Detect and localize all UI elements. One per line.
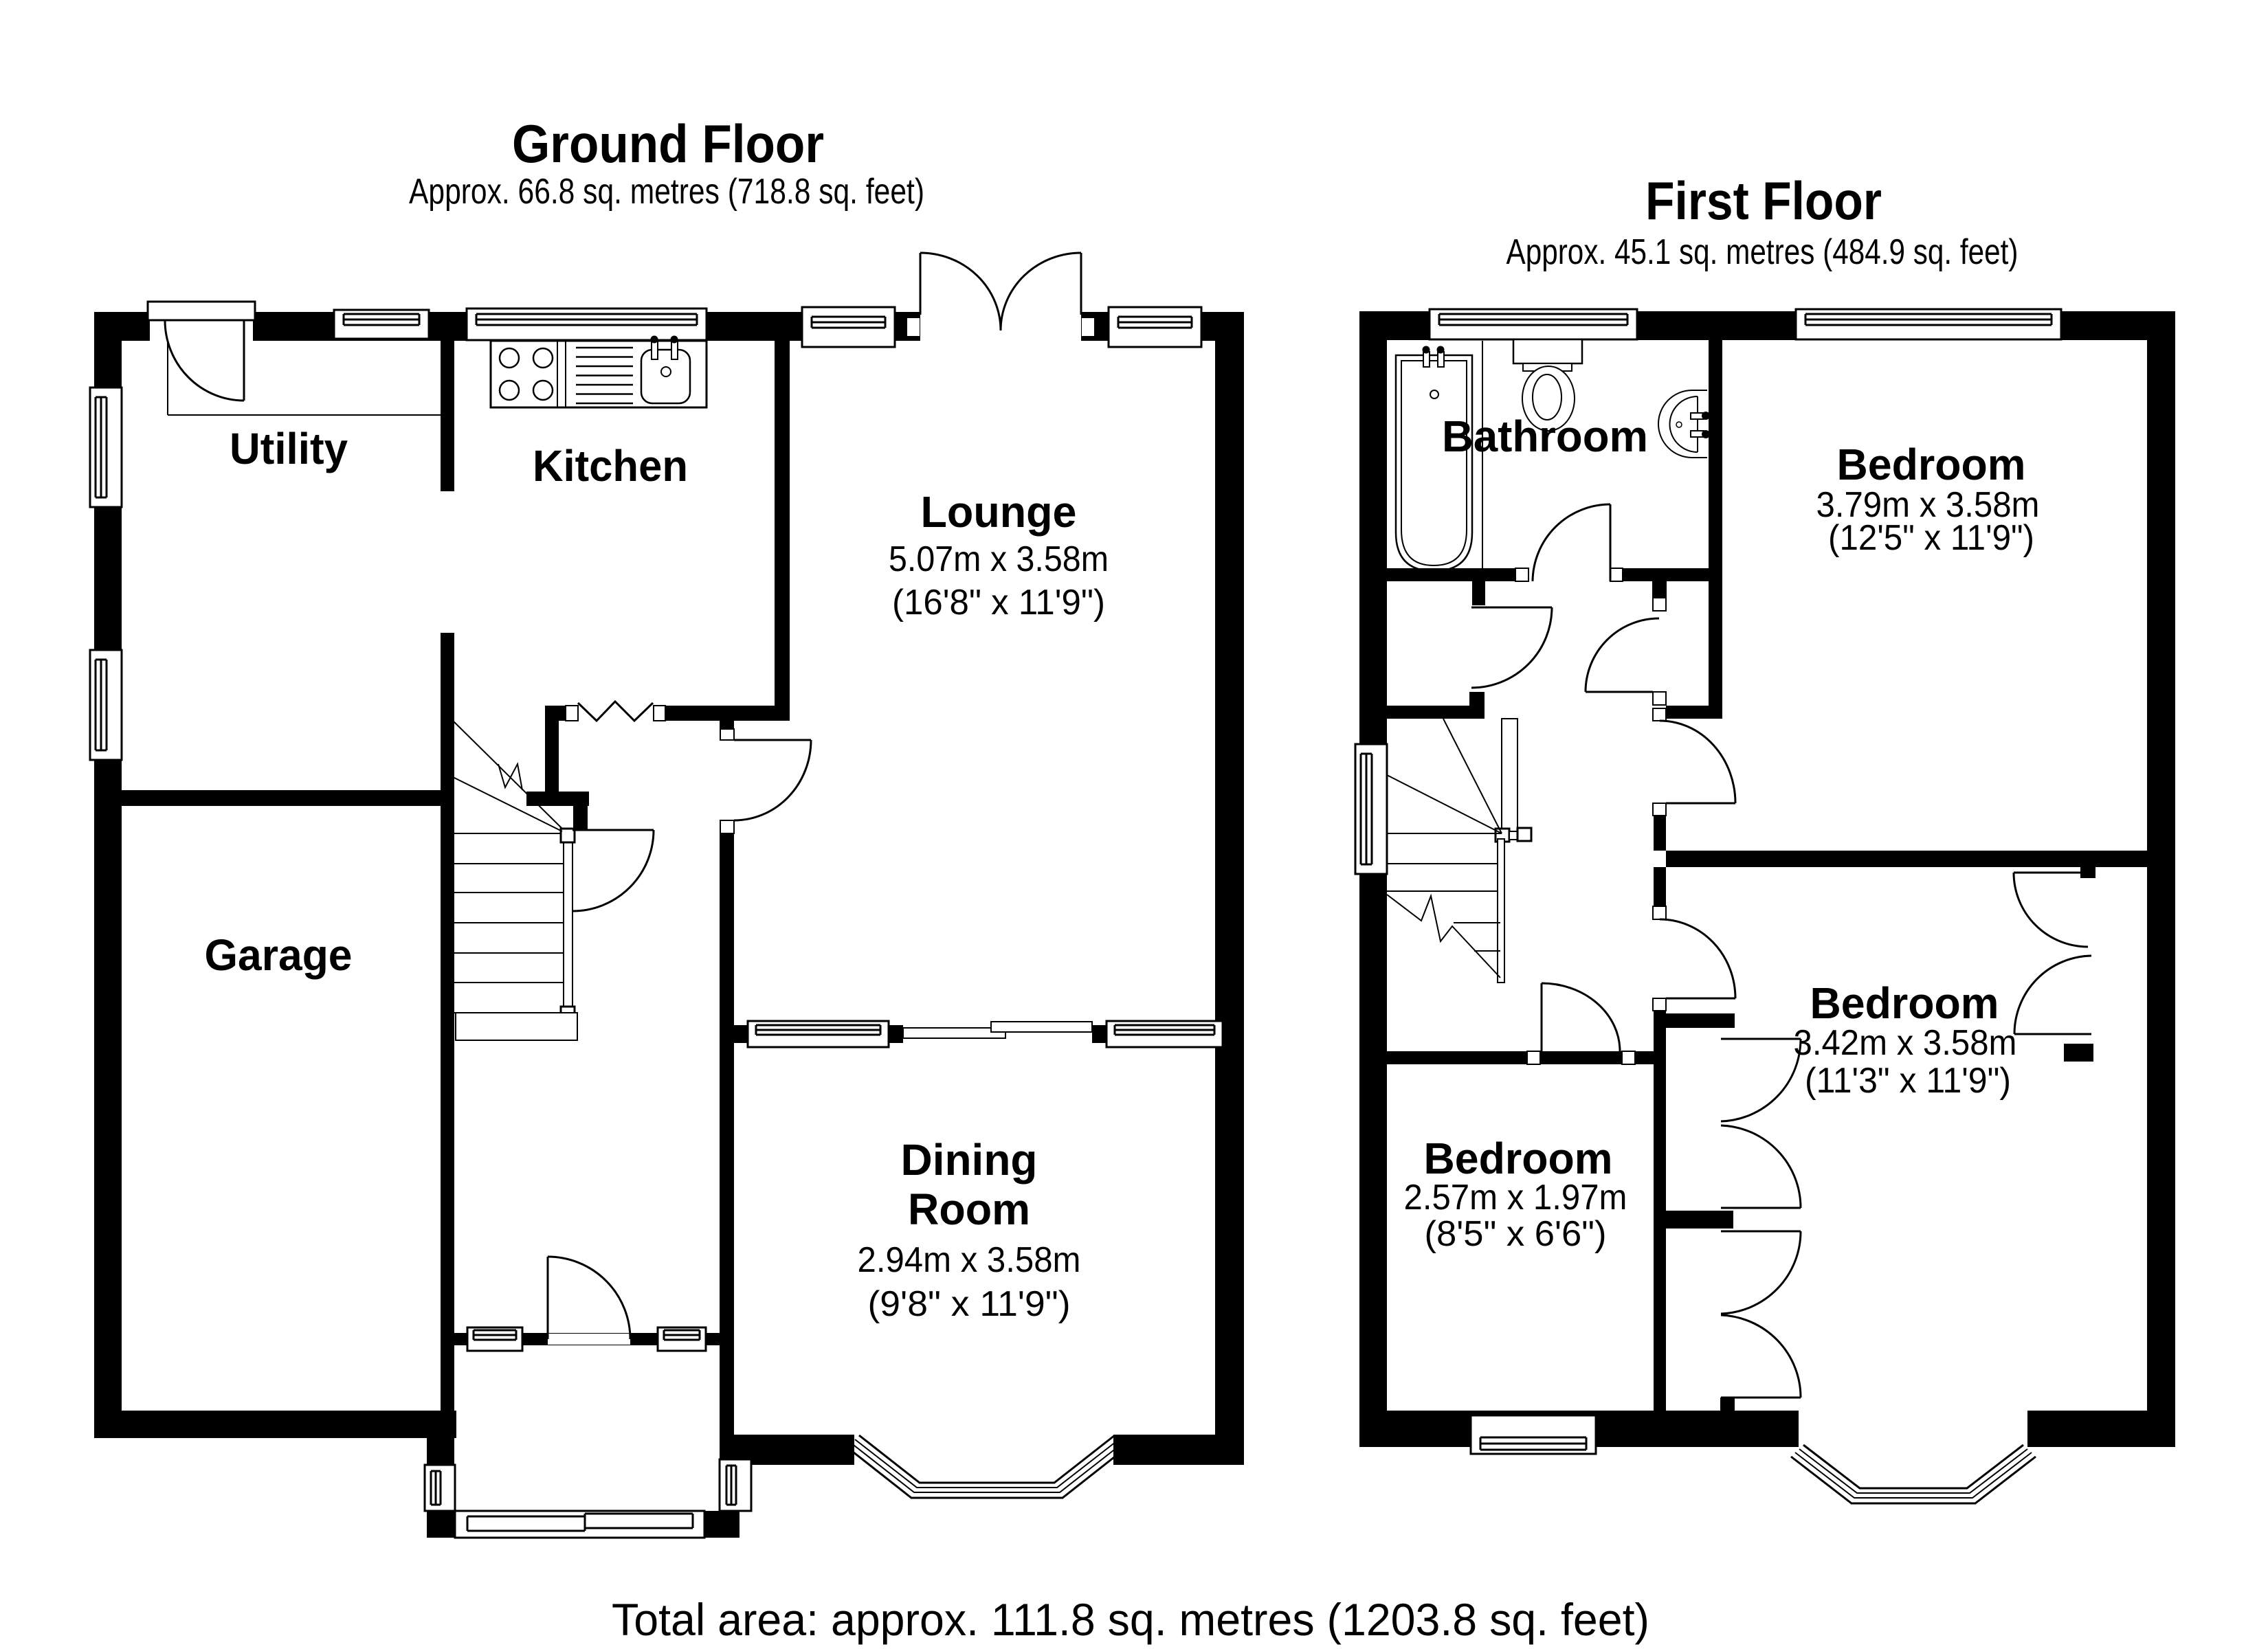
svg-text:Kitchen: Kitchen xyxy=(533,441,688,491)
svg-text:2.94m x 3.58m: 2.94m x 3.58m xyxy=(858,1240,1081,1280)
svg-text:Room: Room xyxy=(908,1185,1030,1234)
svg-text:(8'5" x 6'6"): (8'5" x 6'6") xyxy=(1425,1214,1607,1254)
svg-text:Dining: Dining xyxy=(901,1135,1038,1185)
svg-text:(16'8" x 11'9"): (16'8" x 11'9") xyxy=(892,583,1105,622)
svg-text:Total area: approx. 111.8 sq.: Total area: approx. 111.8 sq. metres (12… xyxy=(612,1594,1649,1645)
svg-text:5.07m x 3.58m: 5.07m x 3.58m xyxy=(889,539,1109,579)
svg-text:(11'3" x 11'9"): (11'3" x 11'9") xyxy=(1805,1061,2011,1101)
svg-text:Bedroom: Bedroom xyxy=(1424,1134,1613,1183)
svg-text:First Floor: First Floor xyxy=(1645,170,1882,231)
svg-text:(9'8" x 11'9"): (9'8" x 11'9") xyxy=(868,1284,1071,1324)
svg-text:3.42m x 3.58m: 3.42m x 3.58m xyxy=(1794,1023,2017,1063)
svg-text:Lounge: Lounge xyxy=(921,487,1077,537)
svg-text:Bathroom: Bathroom xyxy=(1442,412,1648,461)
svg-text:3.79m x 3.58m: 3.79m x 3.58m xyxy=(1816,485,2040,525)
svg-text:Approx. 45.1 sq. metres (484.9: Approx. 45.1 sq. metres (484.9 sq. feet) xyxy=(1507,232,2019,272)
svg-text:Utility: Utility xyxy=(230,424,348,473)
svg-text:Garage: Garage xyxy=(205,930,353,980)
svg-text:2.57m x 1.97m: 2.57m x 1.97m xyxy=(1404,1178,1627,1218)
svg-text:Bedroom: Bedroom xyxy=(1810,978,1999,1028)
svg-text:Approx. 66.8 sq. metres (718.8: Approx. 66.8 sq. metres (718.8 sq. feet) xyxy=(409,172,924,212)
svg-text:Ground Floor: Ground Floor xyxy=(512,113,824,174)
svg-text:Bedroom: Bedroom xyxy=(1837,440,2026,489)
svg-text:(12'5" x 11'9"): (12'5" x 11'9") xyxy=(1828,518,2034,558)
